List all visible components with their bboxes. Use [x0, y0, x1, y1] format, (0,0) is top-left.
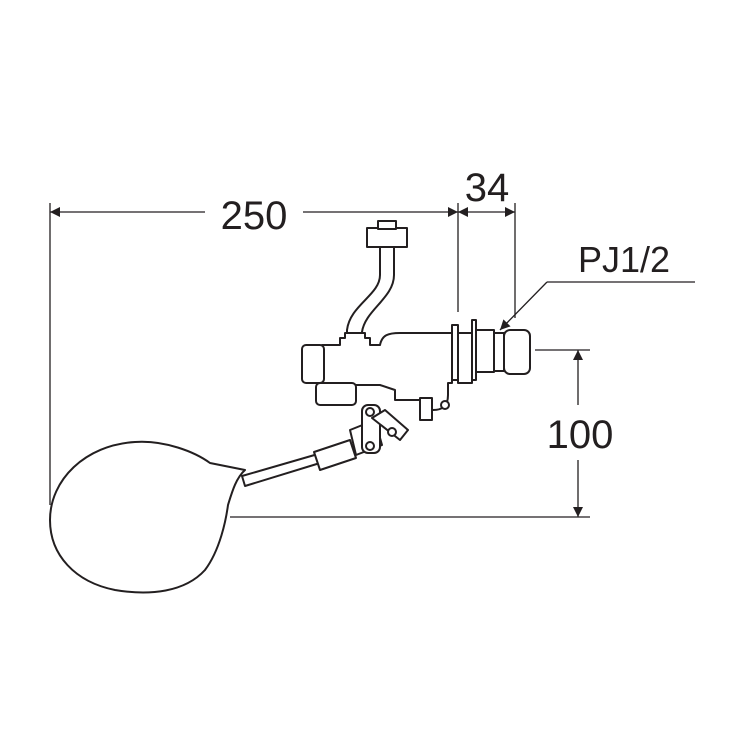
- connection-nut: [503, 329, 531, 375]
- ball-tap-valve: [49, 220, 531, 594]
- valve-body: [319, 332, 453, 411]
- pipe-cap: [366, 227, 408, 248]
- dimension-label-100: 100: [547, 413, 614, 457]
- float-arm: [241, 453, 321, 487]
- float-ball: [49, 440, 246, 594]
- dimension-label-34: 34: [465, 166, 510, 210]
- thread-size-label: PJ1/2: [578, 239, 670, 280]
- dimension-label-250: 250: [221, 194, 288, 238]
